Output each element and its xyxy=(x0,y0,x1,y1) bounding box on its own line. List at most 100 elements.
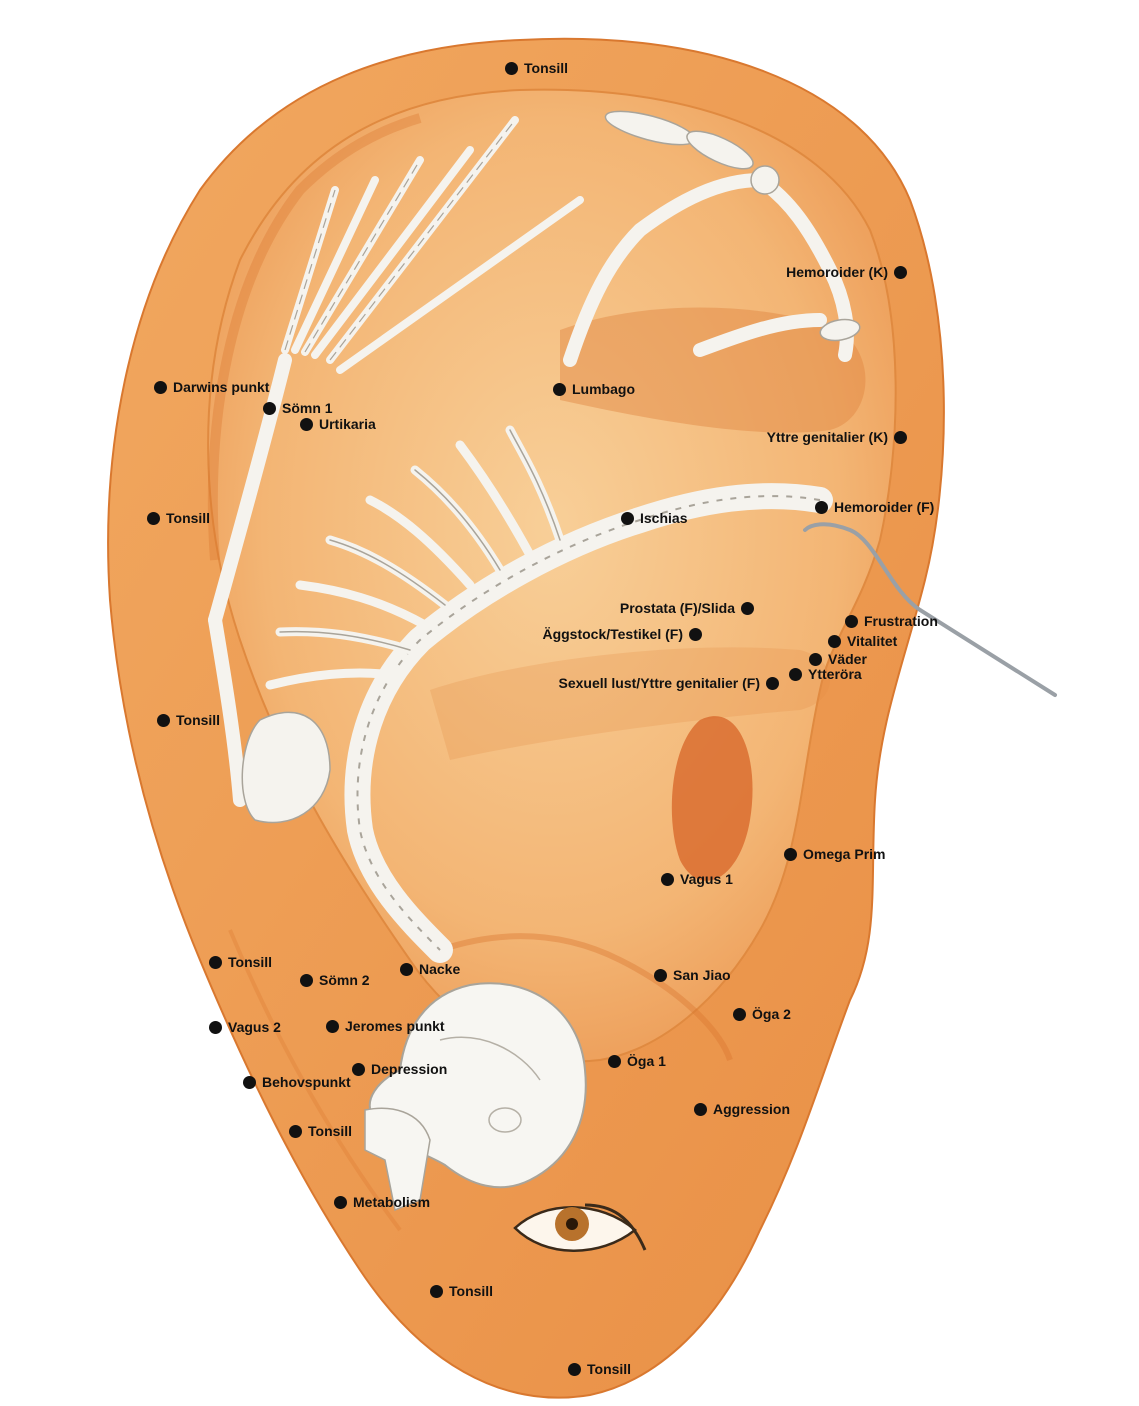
point-urtikaria: Urtikaria xyxy=(300,416,382,432)
point-label: Omega Prim xyxy=(803,846,886,862)
point-dot xyxy=(733,1007,746,1021)
point-frustration: Frustration xyxy=(845,613,944,629)
point-dot xyxy=(289,1124,302,1138)
scapha-groove xyxy=(207,113,422,561)
point-tonsill-bottom: Tonsill xyxy=(568,1361,637,1377)
point-label: Jeromes punkt xyxy=(345,1018,445,1034)
point-dot xyxy=(352,1062,365,1076)
point-label: San Jiao xyxy=(673,967,731,983)
point-label: Aggression xyxy=(713,1101,791,1117)
point-label: Tonsill xyxy=(449,1283,494,1299)
point-aggstock-testikel: Äggstock/Testikel (F) xyxy=(536,626,702,642)
point-label: Lumbago xyxy=(572,381,635,397)
point-dot xyxy=(243,1075,256,1089)
point-dot xyxy=(334,1195,347,1209)
point-label: Vagus 2 xyxy=(228,1019,281,1035)
point-dot xyxy=(689,627,702,641)
jaw-bone xyxy=(364,1107,431,1212)
point-dot xyxy=(694,1102,707,1116)
point-label: Tonsill xyxy=(166,510,211,526)
point-label: Nacke xyxy=(419,961,461,977)
concha-shadow xyxy=(430,647,830,760)
spine-outline xyxy=(356,495,821,951)
point-label: Behovspunkt xyxy=(262,1074,351,1090)
point-vader: Väder xyxy=(809,651,873,667)
point-label: Urtikaria xyxy=(319,416,376,432)
point-dot xyxy=(157,713,170,727)
point-tonsill-left-upper: Tonsill xyxy=(147,510,216,526)
point-label: Darwins punkt xyxy=(173,379,270,395)
point-behovspunkt: Behovspunkt xyxy=(243,1074,357,1090)
point-label: Sexuell lust/Yttre genitalier (F) xyxy=(558,675,761,691)
point-tonsill-lobe-low: Tonsill xyxy=(430,1283,499,1299)
point-label: Depression xyxy=(371,1061,448,1077)
point-dot xyxy=(154,380,167,394)
point-vagus-2: Vagus 2 xyxy=(209,1019,287,1035)
point-dot xyxy=(654,968,667,982)
point-tonsill-lobe-mid: Tonsill xyxy=(289,1123,358,1139)
point-prostata-slida: Prostata (F)/Slida xyxy=(614,600,754,616)
point-dot xyxy=(400,962,413,976)
point-label: Äggstock/Testikel (F) xyxy=(542,626,683,642)
point-label: Tonsill xyxy=(228,954,273,970)
point-label: Hemoroider (F) xyxy=(834,499,935,515)
point-dot xyxy=(845,614,858,628)
point-label: Öga 2 xyxy=(752,1006,791,1022)
point-hemoroider-f: Hemoroider (F) xyxy=(815,499,940,515)
point-label: Tonsill xyxy=(524,60,569,76)
needle-icon xyxy=(803,522,1057,697)
point-label: Frustration xyxy=(864,613,938,629)
point-dot xyxy=(608,1054,621,1068)
point-dot xyxy=(894,265,907,279)
point-dot xyxy=(809,652,822,666)
point-label: Vitalitet xyxy=(847,633,898,649)
point-sexuell-lust: Sexuell lust/Yttre genitalier (F) xyxy=(553,675,779,691)
point-dot xyxy=(741,601,754,615)
point-jeromes-punkt: Jeromes punkt xyxy=(326,1018,451,1034)
point-label: Yttre genitalier (K) xyxy=(766,429,888,445)
point-dot xyxy=(147,511,160,525)
point-san-jiao: San Jiao xyxy=(654,967,737,983)
point-dot xyxy=(766,676,779,690)
point-label: Öga 1 xyxy=(627,1053,666,1069)
point-ischias: Ischias xyxy=(621,510,693,526)
point-somn-2: Sömn 2 xyxy=(300,972,376,988)
shoulder-blade xyxy=(241,711,331,824)
point-nacke: Nacke xyxy=(400,961,466,977)
point-tonsill-left-mid: Tonsill xyxy=(157,712,226,728)
point-omega-prim: Omega Prim xyxy=(784,846,891,862)
point-depression: Depression xyxy=(352,1061,453,1077)
point-label: Sömn 1 xyxy=(282,400,333,416)
point-dot xyxy=(505,61,518,75)
point-dot xyxy=(789,667,802,681)
point-somn-1: Sömn 1 xyxy=(263,400,339,416)
point-dot xyxy=(263,401,276,415)
point-dot xyxy=(784,847,797,861)
point-dot xyxy=(815,500,828,514)
point-dot xyxy=(553,382,566,396)
point-darwins-punkt: Darwins punkt xyxy=(154,379,275,395)
point-oga-2: Öga 2 xyxy=(733,1006,797,1022)
point-dot xyxy=(894,430,907,444)
point-metabolism: Metabolism xyxy=(334,1194,436,1210)
point-dot xyxy=(568,1362,581,1376)
point-label: Tonsill xyxy=(176,712,221,728)
point-label: Ischias xyxy=(640,510,688,526)
point-label: Tonsill xyxy=(308,1123,353,1139)
point-label: Vagus 1 xyxy=(680,871,733,887)
point-dot xyxy=(828,634,841,648)
point-label: Väder xyxy=(828,651,867,667)
point-dot xyxy=(661,872,674,886)
point-label: Ytteröra xyxy=(808,666,862,682)
antitragus-ridge xyxy=(439,933,733,1062)
fossa-shadow xyxy=(560,307,866,433)
point-oga-1: Öga 1 xyxy=(608,1053,672,1069)
eye-pupil xyxy=(566,1218,578,1230)
point-dot xyxy=(300,973,313,987)
point-dot xyxy=(621,511,634,525)
point-dot xyxy=(300,417,313,431)
point-label: Hemoroider (K) xyxy=(786,264,888,280)
lobe-crease xyxy=(228,929,402,1232)
